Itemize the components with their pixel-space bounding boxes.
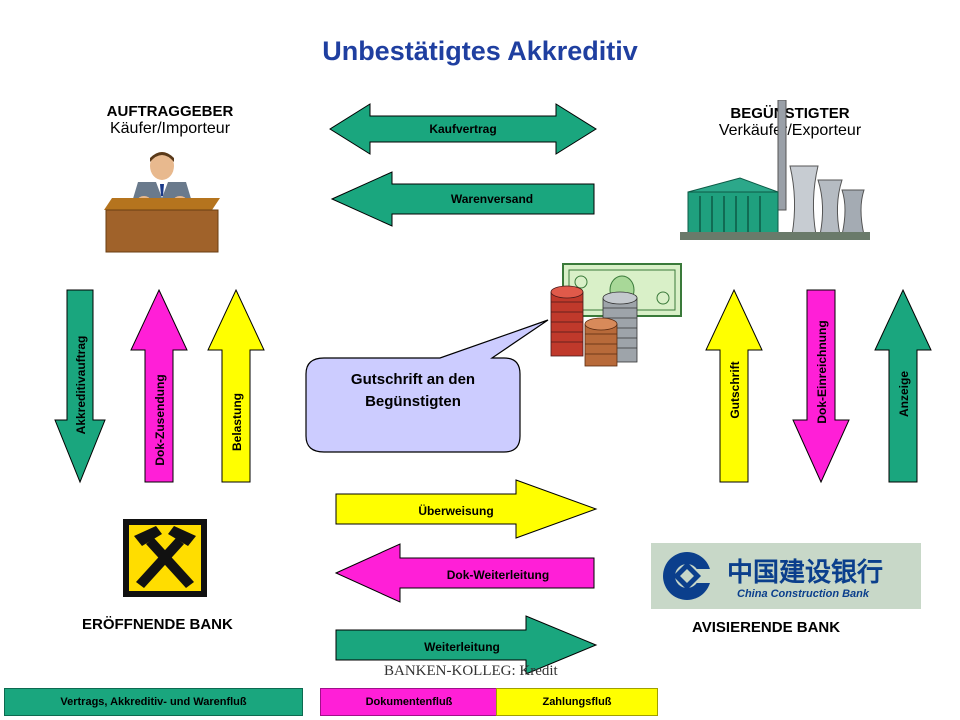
dok-zusendung-label: Dok-Zusendung: [153, 374, 167, 465]
akkreditivauftrag-label: Akkreditivauftrag: [74, 336, 88, 435]
avisierende-bank-label: AVISIERENDE BANK: [692, 619, 841, 636]
warenversand-arrow: Warenversand: [330, 171, 595, 227]
anzeige-arrow: Anzeige: [874, 288, 932, 483]
akkreditivauftrag-arrow: Akkreditivauftrag: [54, 289, 106, 484]
weiterleitung-arrow: Weiterleitung: [335, 615, 598, 675]
ccb-english-name: China Construction Bank: [737, 588, 870, 600]
callout-line2: Begünstigten: [365, 393, 461, 410]
kaufvertrag-label: Kaufvertrag: [429, 122, 496, 136]
auftraggeber-label: AUFTRAGGEBER Käufer/Importeur: [60, 103, 280, 138]
importer-desk-icon: [104, 152, 220, 253]
belastung-label: Belastung: [230, 393, 244, 451]
kaufvertrag-arrow: Kaufvertrag: [329, 103, 597, 155]
ccb-logo: 中国建设银行 China Construction Bank: [651, 543, 921, 609]
dok-einreichnung-label: Dok-Einreichnung: [815, 320, 829, 423]
footer-text-1: BANKEN-KOLLEG: Kredit: [384, 663, 558, 679]
ccb-chinese-name: 中国建设银行: [727, 557, 883, 588]
factory-icon: [680, 100, 870, 240]
dok-einreichnung-arrow: Dok-Einreichnung: [792, 289, 850, 484]
dok-zusendung-arrow: Dok-Zusendung: [130, 288, 188, 483]
ccb-emblem-icon: [663, 552, 713, 600]
page-title: Unbestätigtes Akkreditiv: [322, 36, 638, 66]
auftraggeber-role: AUFTRAGGEBER: [106, 103, 234, 120]
ueberweisung-arrow: Überweisung: [335, 479, 598, 539]
auftraggeber-sub: Käufer/Importeur: [109, 120, 231, 137]
legend-vertrag: Vertrags, Akkreditiv- und Warenfluß: [4, 688, 303, 716]
belastung-arrow: Belastung: [207, 288, 265, 483]
gutschrift-label: Gutschrift: [728, 361, 742, 418]
dok-weiterleitung-label: Dok-Weiterleitung: [447, 568, 549, 582]
beguenstigter-label: BEGÜNSTIGTER Verkäufer/Exporteur: [680, 105, 900, 140]
dok-weiterleitung-arrow: Dok-Weiterleitung: [334, 543, 595, 603]
warenversand-label: Warenversand: [451, 192, 533, 206]
money-icon: [550, 263, 682, 367]
raiffeisen-logo-icon: [123, 519, 207, 597]
beguenstigter-role: BEGÜNSTIGTER: [730, 105, 850, 122]
gutschrift-callout: Gutschrift an den Begünstigten: [305, 319, 549, 453]
beguenstigter-sub: Verkäufer/Exporteur: [718, 122, 862, 139]
eroeffnende-bank-label: ERÖFFNENDE BANK: [82, 616, 233, 633]
anzeige-label: Anzeige: [897, 371, 911, 417]
callout-line1: Gutschrift an den: [351, 371, 475, 388]
legend-dokument: Dokumentenfluß: [320, 688, 498, 716]
ueberweisung-label: Überweisung: [418, 503, 493, 518]
legend-zahlung: Zahlungsfluß: [496, 688, 658, 716]
weiterleitung-label: Weiterleitung: [424, 640, 500, 654]
gutschrift-arrow: Gutschrift: [705, 288, 763, 483]
